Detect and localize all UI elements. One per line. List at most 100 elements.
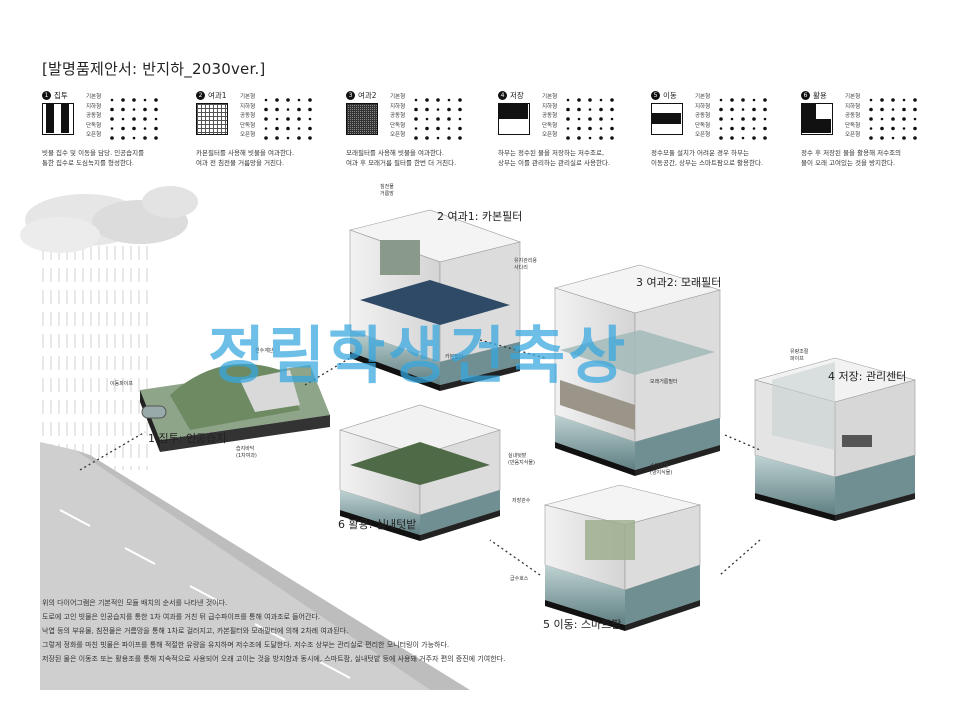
legend-name: 집투 [54, 91, 68, 100]
matrix-dot [913, 126, 917, 131]
matrix-dot [869, 136, 873, 140]
matrix-dot [154, 107, 158, 112]
matrix-dot [891, 98, 895, 102]
matrix-dot [752, 107, 756, 112]
matrix-dot [436, 108, 440, 111]
matrix-dot [599, 107, 603, 112]
matrix-dot [308, 126, 312, 131]
matrix-dot [763, 136, 767, 140]
matrix-dot [264, 127, 268, 130]
lane-mark [124, 547, 156, 565]
matrix-dot [447, 107, 451, 112]
matrix-dot [719, 107, 723, 112]
legend-number: 5 [651, 91, 660, 100]
matrix-dot [154, 98, 158, 102]
legend-number: 4 [498, 91, 507, 100]
flow-line [479, 339, 546, 359]
matrix-dot [599, 127, 603, 130]
matrix-dot [110, 107, 114, 112]
matrix-dot [308, 117, 312, 121]
matrix-dot [132, 98, 136, 102]
matrix-dot [286, 108, 290, 111]
matrix-dot [891, 117, 895, 121]
matrix-dot [436, 117, 440, 121]
lane-mark [189, 585, 221, 603]
matrix-dot [110, 127, 114, 130]
matrix-dot [436, 136, 440, 140]
desk [842, 435, 872, 447]
cloud-part [20, 217, 100, 253]
matrix-dot [719, 98, 723, 102]
legend-description: 카본필터를 사용해 빗물을 여과한다.여과 전 침전물 거름망을 거친다. [196, 149, 294, 167]
matrix-dot [414, 107, 418, 112]
matrix-dot [143, 136, 147, 140]
lane-mark [59, 509, 91, 527]
matrix-dot [913, 117, 917, 121]
matrix-dot [132, 136, 136, 140]
matrix-dot [880, 117, 884, 121]
module-label: 4 저장: 관리센터 [828, 370, 906, 383]
legend-name: 여과2 [358, 91, 377, 100]
matrix-dot [297, 127, 301, 130]
matrix-dot [566, 127, 570, 130]
stairs [240, 370, 300, 412]
matrix-dot [447, 136, 451, 140]
matrix-dot [308, 107, 312, 112]
matrix-dot [913, 107, 917, 112]
annotation: 친수계단 [255, 347, 274, 354]
note-line: 도로에 고인 빗물은 인공습지를 통한 1차 여과를 거친 뒤 급수파이프를 통… [42, 613, 321, 621]
matrix-dot [132, 126, 136, 131]
flow-line [724, 434, 761, 451]
road [40, 442, 470, 690]
matrix-dot [566, 136, 570, 140]
matrix-dot [869, 107, 873, 112]
matrix-dot [741, 108, 745, 111]
matrix-dot [286, 136, 290, 140]
matrix-dot [121, 98, 125, 102]
module-label: 5 이동: 스마트팜 [543, 618, 621, 631]
matrix-dot [913, 98, 917, 102]
road-edge [75, 450, 470, 690]
matrix-dot [730, 126, 734, 131]
matrix-dot [286, 117, 290, 121]
matrix-dot [264, 117, 268, 121]
note-line: 위의 다이어그램은 기본적인 모듈 배치의 순서를 나타낸 것이다. [42, 599, 228, 607]
matrix-dot [308, 136, 312, 140]
matrix-dot [286, 98, 290, 102]
matrix-dot [752, 127, 756, 130]
matrix-dot [891, 136, 895, 140]
matrix-dot [154, 136, 158, 140]
matrix-dot [566, 98, 570, 102]
matrix-dot [610, 136, 614, 140]
matrix-dot [752, 98, 756, 102]
annotation: (반음지식물) [508, 459, 535, 466]
matrix-dot [763, 98, 767, 102]
legend-head: 2 여과1 [196, 90, 227, 101]
matrix-dot [447, 117, 451, 121]
matrix-dot [447, 127, 451, 130]
legend-number: 3 [346, 91, 355, 100]
annotation: 이동파이프 [110, 380, 133, 387]
matrix-dot [264, 136, 268, 140]
matrix-dot [425, 126, 429, 131]
matrix-dot [763, 117, 767, 121]
legend-head: 6 활용 [801, 90, 827, 101]
legend-number: 2 [196, 91, 205, 100]
matrix-dot [880, 126, 884, 131]
module-4-storage-center [753, 357, 917, 521]
matrix-dot [599, 98, 603, 102]
matrix-dot [891, 126, 895, 131]
matrix-dot [913, 136, 917, 140]
legend-dot-matrix [566, 98, 614, 140]
matrix-dot [588, 108, 592, 111]
legend-head: 5 이동 [651, 90, 677, 101]
module-1-wetland [140, 363, 330, 452]
matrix-dot [880, 98, 884, 102]
matrix-dot [719, 127, 723, 130]
rain-cloud [20, 186, 198, 470]
module-2-carbon-filter [348, 209, 522, 391]
